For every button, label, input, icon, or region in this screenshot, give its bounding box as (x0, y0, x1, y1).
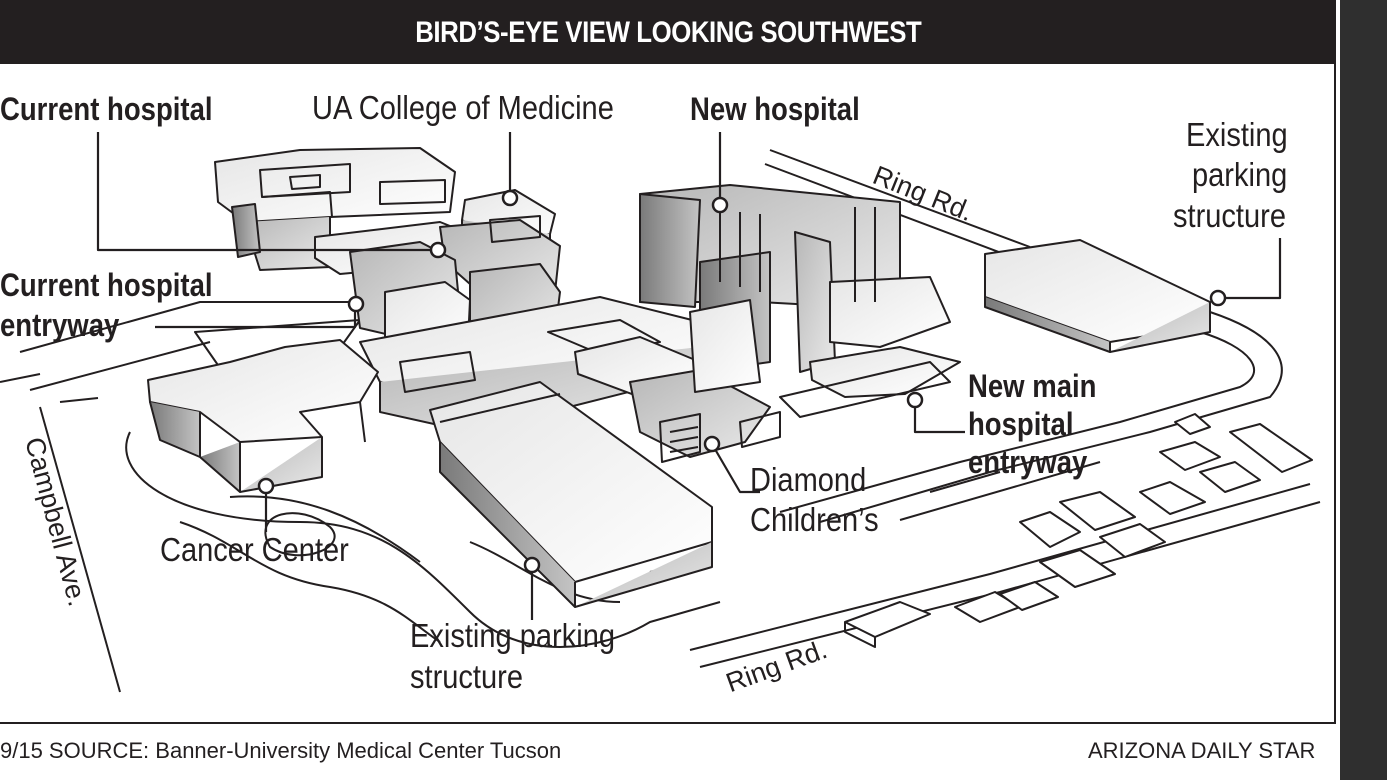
label-existing-parking-top-2: parking (1192, 156, 1288, 193)
graphic-frame: BIRD’S-EYE VIEW LOOKING SOUTHWEST (0, 0, 1336, 724)
label-existing-parking-top-1: Existing (1186, 116, 1288, 153)
existing-parking-structure-bottom (429, 381, 713, 608)
new-hospital-building (639, 184, 961, 418)
header-bar: BIRD’S-EYE VIEW LOOKING SOUTHWEST (0, 2, 1334, 64)
label-current-entry-2: entryway (0, 307, 120, 343)
current-hospital-building (214, 147, 456, 271)
cancer-center-building (147, 339, 379, 493)
label-new-main-entry-2: hospital (968, 406, 1074, 442)
label-new-main-entry-3: entryway (968, 444, 1088, 480)
publisher-brand: ARIZONA DAILY STAR (1088, 738, 1316, 763)
neighborhood-buildings (844, 413, 1313, 648)
source-credit: 9/15 SOURCE: Banner-University Medical C… (0, 738, 562, 763)
label-current-entry-1: Current hospital (0, 267, 213, 303)
label-current-hospital: Current hospital (0, 91, 213, 127)
label-new-hospital: New hospital (690, 91, 860, 127)
campus-map (0, 132, 1321, 693)
ring-road-loop (779, 311, 1283, 523)
label-existing-parking-bottom-1: Existing parking (410, 617, 615, 654)
label-diamond-1: Diamond (750, 461, 867, 498)
right-edge-strip (1340, 0, 1387, 780)
driveways (19, 301, 721, 648)
campbell-avenue (0, 373, 121, 693)
ring-road-bottom (689, 483, 1321, 668)
label-cancer-center: Cancer Center (160, 531, 349, 568)
label-existing-parking-top-3: structure (1173, 197, 1286, 234)
leader-dots (257, 189, 1227, 574)
label-existing-parking-bottom-2: structure (410, 658, 523, 695)
label-diamond-2: Children’s (750, 501, 879, 538)
diamond-childrens-building (574, 336, 781, 463)
label-new-main-entry-1: New main (968, 368, 1097, 404)
label-ua-college: UA College of Medicine (312, 89, 614, 126)
existing-parking-structure-top (984, 239, 1211, 353)
graphic-title: BIRD’S-EYE VIEW LOOKING SOUTHWEST (414, 16, 922, 49)
leader-lines (96, 132, 1282, 620)
